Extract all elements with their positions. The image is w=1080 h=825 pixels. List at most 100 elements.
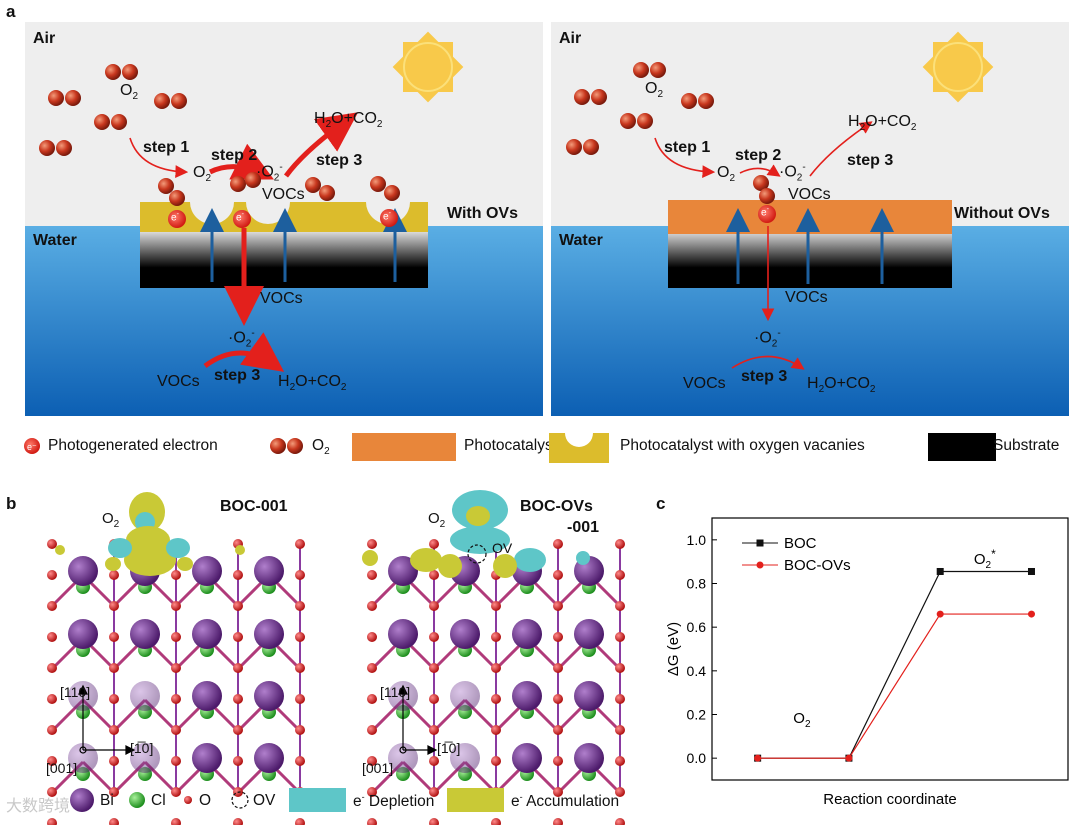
oxygen-atom — [295, 632, 305, 642]
bismuth-atom — [512, 743, 542, 773]
y-axis-label: ΔG (eV) — [665, 622, 682, 676]
vocs-water-label: VOCs — [157, 373, 200, 390]
panel-c-letter: c — [656, 494, 666, 513]
oxygen-atom — [367, 694, 377, 704]
oxygen-atom — [109, 787, 119, 797]
o2-molecule-label-ovs: O2 — [428, 510, 446, 530]
o2-star-state-label: O2* — [974, 547, 996, 571]
electron-label: e- — [761, 206, 769, 219]
legend-marker — [756, 561, 764, 569]
oxygen-atom — [553, 632, 563, 642]
bismuth-atom — [130, 681, 160, 711]
oxygen-atom — [553, 539, 563, 549]
oxygen-atom — [367, 756, 377, 766]
legend-photocatalyst-swatch — [352, 433, 456, 461]
oxygen-atom — [109, 570, 119, 580]
water-label: Water — [33, 232, 77, 249]
product-top-label: H2O+CO2 — [848, 113, 917, 134]
oxygen-atom — [615, 539, 625, 549]
legend-photocatalyst-ov: Photocatalyst with oxygen vacanies — [620, 437, 865, 454]
with-ovs-tag: With OVs — [447, 205, 518, 222]
water-label: Water — [559, 232, 603, 249]
oxygen-atom — [615, 663, 625, 673]
legend-substrate-swatch — [928, 433, 996, 461]
bismuth-atom — [192, 743, 222, 773]
oxygen-atom — [171, 756, 181, 766]
series-line-boc-ovs — [757, 613, 1032, 759]
oxygen-atom — [367, 663, 377, 673]
oxygen-atom — [47, 694, 57, 704]
oxygen-atom — [367, 632, 377, 642]
y-tick-label: 0.0 — [687, 750, 707, 766]
oxygen-atom — [553, 818, 563, 825]
step3-water-label: step 3 — [214, 367, 261, 384]
oxygen-atom — [295, 694, 305, 704]
oxygen-atom — [109, 756, 119, 766]
oxygen-atom — [233, 570, 243, 580]
legend-o2: O2 — [312, 437, 330, 458]
oxygen-atom — [367, 787, 377, 797]
bismuth-atom — [450, 743, 480, 773]
oxygen-atom — [429, 756, 439, 766]
oxygen-atom — [553, 694, 563, 704]
oxygen-atom — [429, 818, 439, 825]
oxygen-atom — [553, 570, 563, 580]
oxygen-atom — [615, 756, 625, 766]
bismuth-atom — [388, 556, 418, 586]
oxygen-atom — [109, 601, 119, 611]
oxygen-atom — [295, 570, 305, 580]
oxygen-atom — [615, 632, 625, 642]
oxygen-atom — [553, 663, 563, 673]
bismuth-atom — [68, 619, 98, 649]
superoxide-label: ·O2- — [256, 162, 283, 184]
bismuth-atom — [450, 619, 480, 649]
y-tick-label: 0.8 — [687, 576, 707, 592]
y-tick-label: 0.2 — [687, 707, 707, 723]
oxygen-atom — [491, 663, 501, 673]
legend-depletion: e- Depletion — [353, 792, 435, 811]
oxygen-atom — [553, 756, 563, 766]
oxygen-atom — [553, 601, 563, 611]
bismuth-atom — [130, 743, 160, 773]
vocs-substrate-label: VOCs — [260, 290, 303, 307]
charge-density-left — [55, 492, 245, 576]
bismuth-atom — [450, 681, 480, 711]
product-water-label: H2O+CO2 — [807, 375, 876, 396]
oxygen-atom — [491, 725, 501, 735]
oxygen-atom — [233, 818, 243, 825]
oxygen-atom — [47, 632, 57, 642]
charge-density-right — [362, 490, 590, 578]
o2-surface-label: O2 — [193, 164, 212, 185]
direction-1-10-label: [1̅0] — [437, 740, 461, 756]
oxygen-atom — [429, 663, 439, 673]
legend-accumulation: e- Accumulation — [511, 792, 620, 811]
oxygen-atom — [171, 725, 181, 735]
y-tick-label: 1.0 — [687, 532, 707, 548]
oxygen-atom — [429, 787, 439, 797]
bismuth-atom — [574, 681, 604, 711]
oxygen-atom — [109, 663, 119, 673]
oxygen-atom — [429, 570, 439, 580]
air-label: Air — [559, 30, 582, 47]
watermark: 大数跨境 — [6, 798, 71, 815]
oxygen-atom — [553, 787, 563, 797]
oxygen-atom — [233, 663, 243, 673]
oxygen-atom — [491, 694, 501, 704]
bismuth-atom — [192, 619, 222, 649]
direction-110-label: [110] — [60, 684, 91, 700]
without-ovs-tag: Without OVs — [954, 205, 1050, 222]
oxygen-atom — [171, 787, 181, 797]
ov-label: OV — [492, 540, 513, 556]
oxygen-atom — [491, 632, 501, 642]
oxygen-atom — [367, 570, 377, 580]
oxygen-atom — [429, 601, 439, 611]
legend-photocatalyst: Photocatalyst — [464, 437, 558, 454]
vocs-surface-label: VOCs — [262, 186, 305, 203]
series-layer — [754, 567, 1035, 762]
legend-ov: OV — [253, 792, 276, 809]
bismuth-atom — [574, 619, 604, 649]
oxygen-atom — [109, 694, 119, 704]
oxygen-atom — [47, 570, 57, 580]
oxygen-atom — [171, 663, 181, 673]
x-axis-label: Reaction coordinate — [823, 791, 956, 808]
